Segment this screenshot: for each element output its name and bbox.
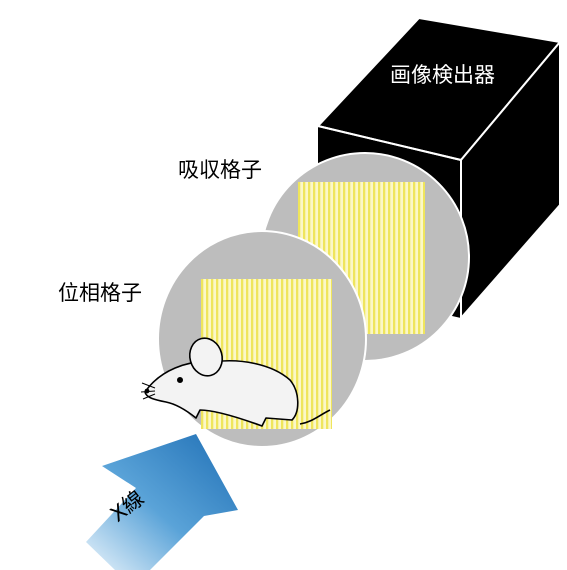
phase-grating-label: 位相格子 — [58, 281, 142, 305]
detector-label: 画像検出器 — [390, 63, 495, 87]
absorption-grating-label: 吸収格子 — [178, 158, 262, 182]
mouse-icon — [140, 337, 331, 427]
xray-arrow-icon — [86, 434, 238, 570]
